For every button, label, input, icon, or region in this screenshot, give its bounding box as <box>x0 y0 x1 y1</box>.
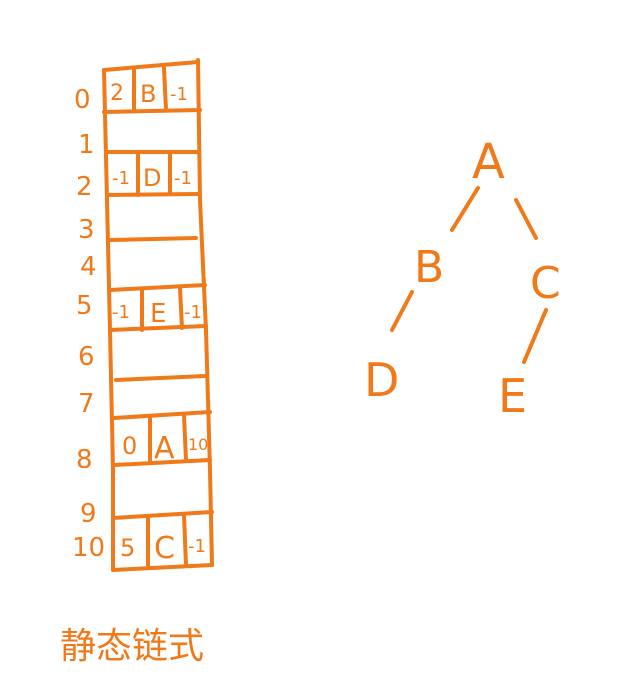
index-label: 5 <box>76 291 93 321</box>
node-data-value: E <box>150 299 166 329</box>
tree-node-c: C <box>530 258 561 309</box>
tree-nodes: A B C D E <box>364 134 561 423</box>
right-child-value: -1 <box>170 84 188 105</box>
right-child-value: -1 <box>174 168 192 189</box>
edge-c-e <box>522 308 548 364</box>
tree-node-d: D <box>364 353 399 407</box>
index-label: 9 <box>80 499 97 529</box>
right-child-value: 10 <box>188 435 208 454</box>
edge-b-d <box>390 290 414 332</box>
right-child-value: -1 <box>188 536 206 557</box>
node-data-value: C <box>154 531 175 566</box>
left-child-value: 2 <box>110 81 124 106</box>
node-data-value: B <box>140 80 156 108</box>
index-label: 8 <box>76 445 93 475</box>
left-child-value: 0 <box>122 432 137 460</box>
left-child-value: -1 <box>112 168 130 189</box>
index-label: 4 <box>80 252 97 282</box>
index-label: 10 <box>72 533 105 563</box>
cell-row-10: 5 C -1 <box>120 531 206 566</box>
row-dividers <box>102 108 214 520</box>
cell-row-8: 0 A 10 <box>122 431 208 466</box>
cell-separators <box>132 66 188 567</box>
edge-a-c <box>514 198 538 240</box>
tree-node-b: B <box>414 242 444 293</box>
array-caption: 静态链式 <box>60 626 204 667</box>
index-label: 2 <box>76 172 93 202</box>
index-label: 7 <box>78 389 95 419</box>
right-child-value: -1 <box>184 302 202 323</box>
cell-row-2: -1 D -1 <box>112 164 192 192</box>
edge-a-b <box>450 186 480 232</box>
index-label: 0 <box>74 85 91 115</box>
index-label: 3 <box>78 215 95 245</box>
cell-row-5: -1 E -1 <box>112 299 202 329</box>
left-child-value: -1 <box>112 302 130 323</box>
tree-node-a: A <box>472 134 505 190</box>
node-data-value: D <box>143 164 161 192</box>
tree-edges <box>390 186 548 364</box>
node-data-value: A <box>154 431 175 466</box>
left-child-value: 5 <box>120 534 135 562</box>
cell-row-0: 2 B -1 <box>110 80 188 108</box>
tree-node-e: E <box>498 369 527 423</box>
index-label: 1 <box>78 130 95 160</box>
index-labels: 0 1 2 3 4 5 6 7 8 9 10 <box>72 85 105 563</box>
index-label: 6 <box>78 342 95 372</box>
